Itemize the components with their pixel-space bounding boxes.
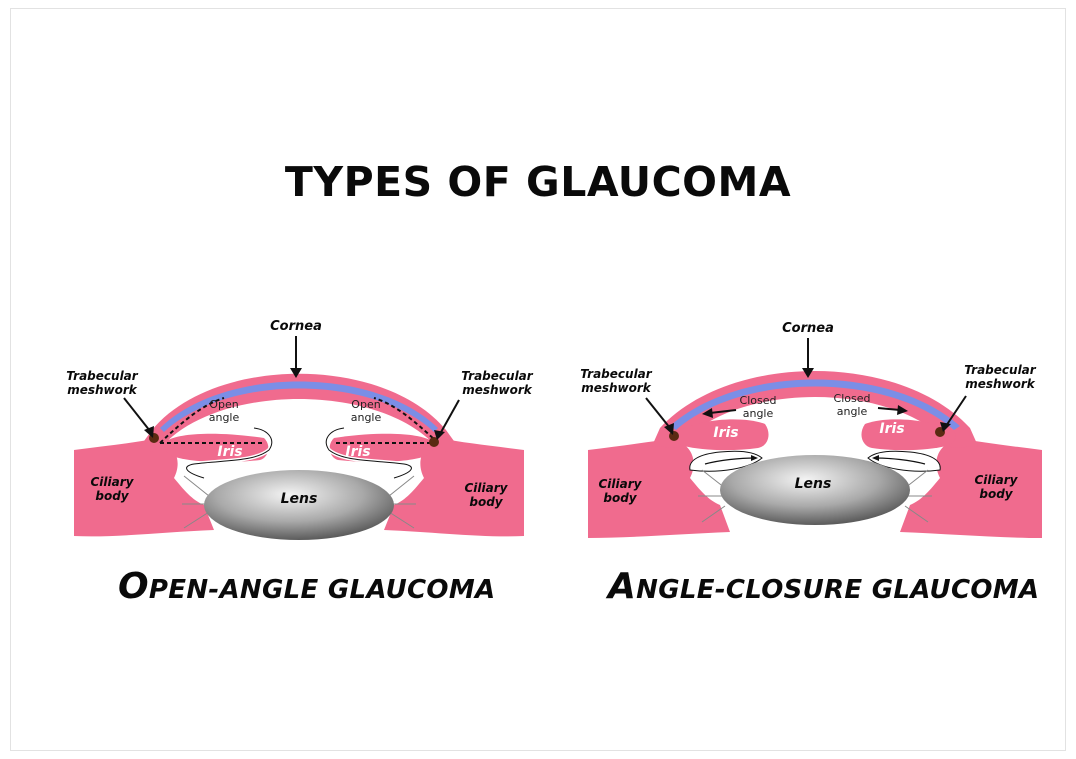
angle-closure-caption: ANGLE-CLOSURE GLAUCOMA (608, 566, 1039, 607)
trabecular-label-right-2: meshwork (965, 377, 1036, 391)
ciliary-label-left-2: body (603, 491, 637, 505)
angle-closure-caption-rest: NGLE-CLOSURE GLAUCOMA (636, 575, 1039, 605)
cornea-label: Cornea (782, 321, 834, 336)
open-angle-caption: OPEN-ANGLE GLAUCOMA (118, 566, 495, 607)
cornea-label: Cornea (270, 319, 322, 334)
open-angle-caption-initial: O (118, 566, 149, 607)
lens-label: Lens (281, 491, 318, 507)
closed-angle-label-left-2: angle (743, 407, 774, 420)
trabecular-label-right-1: Trabecular (964, 363, 1036, 377)
ciliary-label-right-1: Ciliary (465, 481, 509, 495)
ciliary-label-left-1: Ciliary (599, 477, 643, 491)
ciliary-label-right-1: Ciliary (975, 473, 1019, 487)
iris-label-left: Iris (217, 444, 242, 460)
open-angle-label-left-1: Open (209, 398, 238, 411)
angle-closure-caption-initial: A (608, 566, 636, 607)
trabecular-label-right-2: meshwork (462, 383, 533, 397)
trabecular-label-left-1: Trabecular (580, 367, 652, 381)
lens-label: Lens (795, 476, 832, 492)
open-angle-caption-rest: PEN-ANGLE GLAUCOMA (149, 575, 496, 605)
open-angle-label-right-1: Open (351, 398, 380, 411)
trabecular-label-left-1: Trabecular (66, 369, 138, 383)
closed-angle-label-right-2: angle (837, 405, 868, 418)
ciliary-label-right-2: body (469, 495, 503, 509)
iris-label-right: Iris (879, 421, 904, 437)
angle-closure-diagram: Cornea Trabecular meshwork Trabecular me… (580, 300, 1050, 550)
iris-label-left: Iris (713, 425, 738, 441)
closed-angle-label-left-1: Closed (740, 394, 777, 407)
trabecular-label-right-1: Trabecular (461, 369, 533, 383)
trabecular-label-left-2: meshwork (581, 381, 652, 395)
open-angle-diagram: Cornea Trabecular meshwork Trabecular me… (64, 300, 534, 550)
ciliary-label-right-2: body (979, 487, 1013, 501)
closed-angle-label-right-1: Closed (834, 392, 871, 405)
open-angle-label-left-2: angle (209, 411, 240, 424)
page-title: TYPES OF GLAUCOMA (0, 158, 1076, 206)
open-angle-label-right-2: angle (351, 411, 382, 424)
ciliary-label-left-2: body (95, 489, 129, 503)
iris-label-right: Iris (345, 444, 370, 460)
ciliary-body-right (900, 438, 1042, 538)
trabecular-label-left-2: meshwork (67, 383, 138, 397)
ciliary-label-left-1: Ciliary (91, 475, 135, 489)
